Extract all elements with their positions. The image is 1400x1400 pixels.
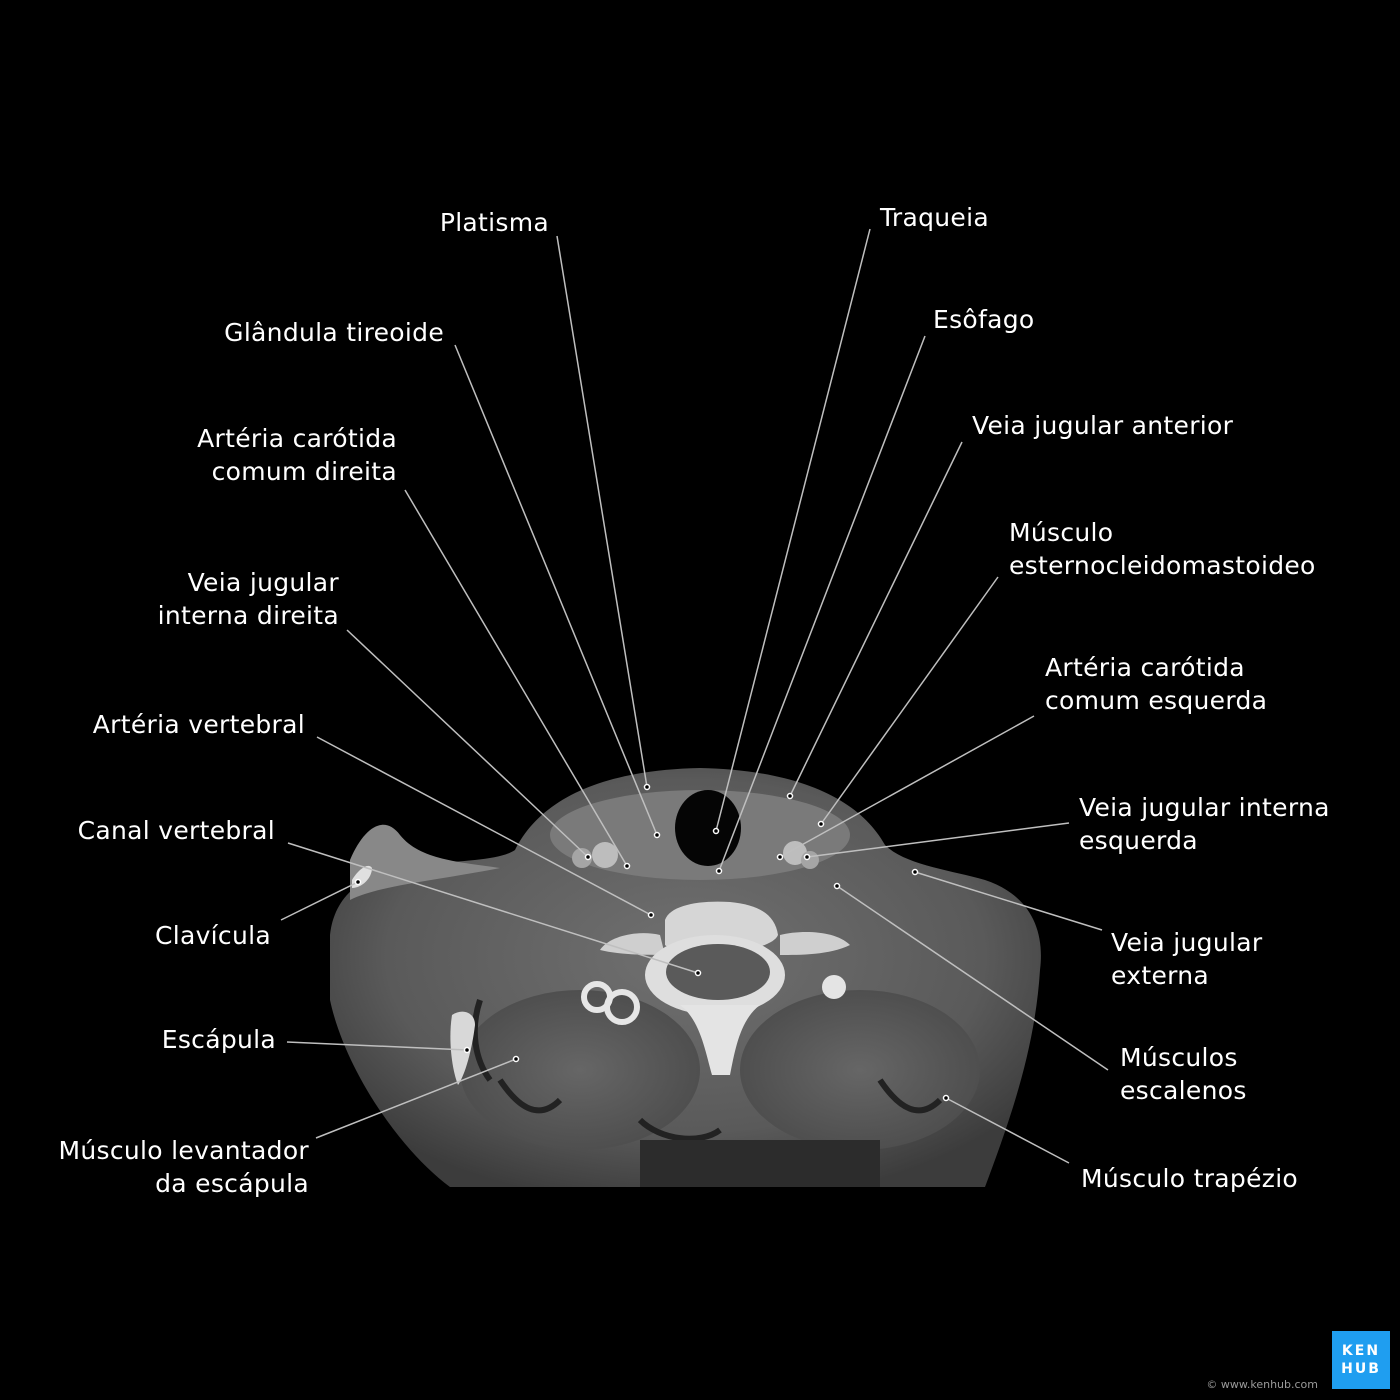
dot-carotida-dir — [623, 862, 631, 870]
right-carotid — [592, 842, 618, 868]
leader-escapula — [286, 1041, 468, 1051]
canal-lumen — [666, 944, 770, 1000]
label-platisma: Platisma — [439, 208, 549, 237]
label-veia-jugular-interna-esquerda: Veia jugular interna esquerda — [1079, 793, 1330, 855]
dot-clavicula — [354, 878, 362, 886]
spinous-process — [680, 1005, 760, 1075]
dot-escalenos — [833, 882, 841, 890]
rib-head-2 — [604, 989, 640, 1025]
dot-art-vertebral — [647, 911, 655, 919]
dot-jugular-int-dir — [584, 853, 592, 861]
label-arteria-vertebral: Artéria vertebral — [92, 710, 305, 739]
dot-traqueia — [712, 827, 720, 835]
kenhub-logo[interactable]: KEN HUB — [1332, 1331, 1390, 1389]
dot-esofago — [715, 867, 723, 875]
label-arteria-carotida-direita: Artéria carótida comum direita — [197, 424, 397, 486]
dot-levantador — [512, 1055, 520, 1063]
ct-image — [330, 768, 1041, 1187]
posterior-muscles-left — [460, 990, 700, 1150]
leader-art-vertebral — [316, 736, 652, 916]
dot-jugular-ext — [911, 868, 919, 876]
logo-line-1: KEN — [1341, 1343, 1381, 1359]
label-musculos-escalenos: Músculos escalenos — [1120, 1043, 1247, 1105]
leader-endpoints — [354, 783, 950, 1102]
label-canal-vertebral: Canal vertebral — [77, 816, 275, 845]
leader-lines — [280, 228, 1109, 1164]
left-shoulder-tissue — [350, 824, 500, 900]
rib-head-3 — [822, 975, 846, 999]
leader-jugular-ant — [789, 441, 963, 797]
logo-line-2: HUB — [1341, 1361, 1381, 1377]
dot-jugular-int-esq — [803, 853, 811, 861]
dot-ecm — [817, 820, 825, 828]
dot-escapula — [463, 1046, 471, 1054]
label-traqueia: Traqueia — [880, 203, 989, 232]
fat-planes — [471, 999, 943, 1142]
leader-traqueia — [715, 228, 871, 832]
trachea-lumen — [675, 790, 741, 866]
label-esofago: Esôfago — [933, 305, 1035, 334]
copyright-text: © www.kenhub.com — [1206, 1378, 1318, 1391]
leader-jugular-int-esq — [806, 822, 1070, 858]
dot-carotida-esq — [776, 853, 784, 861]
label-veia-jugular-externa: Veia jugular externa — [1111, 928, 1263, 990]
leader-canal-vertebral — [287, 842, 699, 974]
leader-levantador — [315, 1058, 517, 1139]
leader-escalenos — [836, 885, 1109, 1071]
dot-platisma — [643, 783, 651, 791]
label-escapula: Escápula — [161, 1025, 276, 1054]
leader-esofago — [718, 335, 926, 872]
dot-glandula — [653, 831, 661, 839]
leader-carotida-esq — [779, 715, 1035, 858]
label-musculo-ecm: Músculo esternocleidomastoideo — [1009, 518, 1316, 580]
right-jugular — [572, 848, 592, 868]
label-arteria-carotida-esquerda: Artéria carótida comum esquerda — [1045, 653, 1268, 715]
leader-carotida-dir — [404, 489, 628, 867]
label-clavicula: Clavícula — [154, 921, 271, 950]
leader-clavicula — [280, 881, 359, 921]
leader-platisma — [556, 235, 648, 788]
leader-ecm — [820, 576, 999, 825]
label-musculo-levantador: Músculo levantador da escápula — [58, 1136, 309, 1198]
posterior-dark-band — [640, 1140, 880, 1187]
label-veia-jugular-anterior: Veia jugular anterior — [972, 411, 1234, 440]
posterior-muscles-right — [740, 990, 980, 1150]
scapula-bone — [450, 1011, 475, 1085]
label-veia-jugular-interna-direita: Veia jugular interna direita — [157, 568, 339, 630]
dot-trapezio — [942, 1094, 950, 1102]
dot-jugular-ant — [786, 792, 794, 800]
left-carotid — [783, 841, 807, 865]
label-glandula-tireoide: Glândula tireoide — [224, 318, 444, 347]
leader-trapezio — [945, 1097, 1070, 1164]
left-jugular — [801, 851, 819, 869]
leader-jugular-int-dir — [346, 629, 589, 858]
dot-canal-vertebral — [694, 969, 702, 977]
leader-glandula — [454, 344, 658, 836]
leader-jugular-ext — [914, 871, 1103, 931]
label-musculo-trapezio: Músculo trapézio — [1081, 1164, 1299, 1193]
